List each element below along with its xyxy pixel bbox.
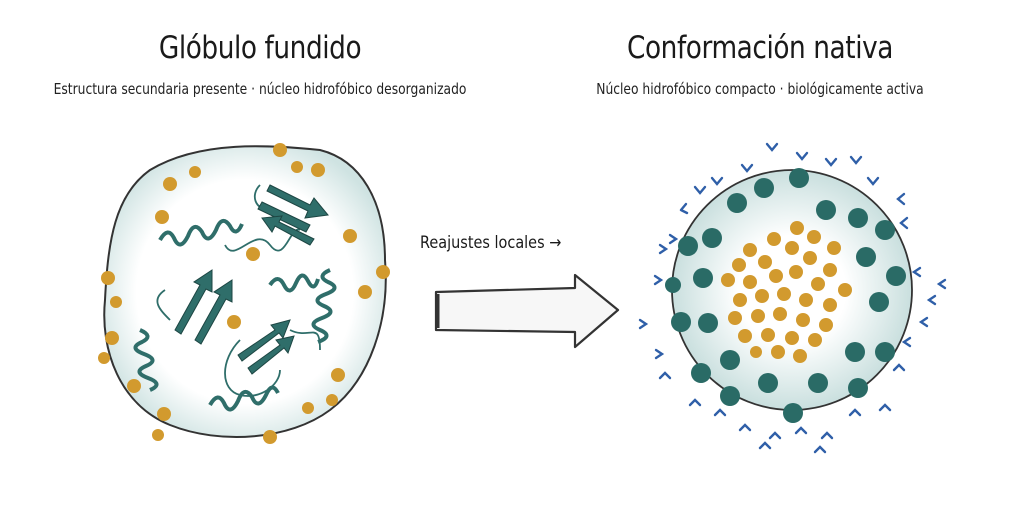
hydrophobic-residue-icons xyxy=(98,143,390,444)
native-state-subtitle: Núcleo hidrofóbico compacto · biológicam… xyxy=(596,80,924,98)
alpha-helix-icons xyxy=(133,218,337,412)
molten-globule-title: Glóbulo fundido xyxy=(158,30,362,66)
native-state-title: Conformación nativa xyxy=(627,30,893,66)
molten-globule-illustration xyxy=(98,143,390,444)
hydrophobic-core-icons xyxy=(721,221,852,363)
molten-globule-subtitle: Estructura secundaria presente · núcleo … xyxy=(53,80,467,98)
water-molecule-icons xyxy=(638,142,947,454)
polar-residue-icons xyxy=(665,168,906,423)
transition-arrow-icon xyxy=(434,273,620,349)
native-state-illustration xyxy=(638,142,947,454)
local-adjustments-label: Reajustes locales → xyxy=(420,233,562,253)
beta-strand-icons xyxy=(174,184,329,375)
